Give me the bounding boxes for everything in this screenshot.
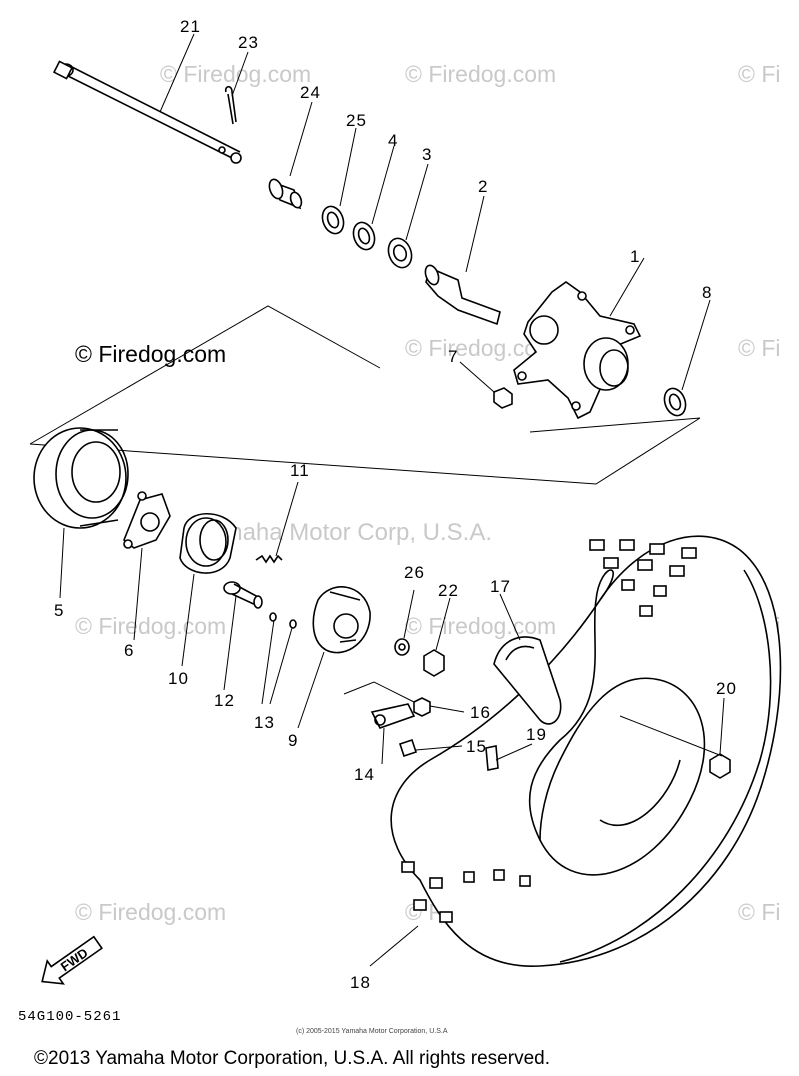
diagram-code: 54G100-5261 <box>18 1009 121 1025</box>
callout-11: 11 <box>290 461 310 480</box>
watermark: © Firedog.com <box>75 899 226 925</box>
callout-21: 21 <box>180 17 201 36</box>
watermark: © Fi <box>738 899 781 925</box>
watermark: © Fi <box>738 335 781 361</box>
callout-23: 23 <box>238 33 259 52</box>
small-copyright: (c) 2005-2015 Yamaha Motor Corporation, … <box>296 1028 448 1035</box>
callout-7: 7 <box>448 347 458 366</box>
o-ring-13 <box>269 612 297 629</box>
cam-shaft-12 <box>223 581 263 609</box>
group-bracket <box>29 305 701 485</box>
lever-14 <box>370 703 416 729</box>
bearing-25 <box>321 205 345 235</box>
callout-13: 13 <box>254 713 275 732</box>
group-bracket <box>343 681 415 703</box>
callout-12: 12 <box>214 691 235 710</box>
leader-lines <box>59 33 725 967</box>
collar-24 <box>268 178 303 210</box>
tube-17 <box>493 636 562 725</box>
bolt-15 <box>398 738 418 758</box>
axle-21 <box>52 60 242 164</box>
nut-20 <box>709 753 731 779</box>
bearing-3 <box>387 237 413 269</box>
callout-16: 16 <box>470 703 491 722</box>
washer-26 <box>394 638 410 656</box>
callout-17: 17 <box>490 577 511 596</box>
callout-14: 14 <box>354 765 375 784</box>
callout-22: 22 <box>438 581 459 600</box>
callout-19: 19 <box>526 725 547 744</box>
nut-7 <box>493 387 513 409</box>
callout-18: 18 <box>350 973 371 992</box>
callout-15: 15 <box>466 737 487 756</box>
callout-1: 1 <box>630 247 640 266</box>
arrow-left-icon <box>41 935 103 985</box>
cotter-pin-23 <box>224 85 237 125</box>
tread-blocks <box>401 539 697 923</box>
callout-26: 26 <box>404 563 425 582</box>
callout-24: 24 <box>300 83 321 102</box>
spacer-2 <box>424 264 501 326</box>
spring-11 <box>255 554 283 564</box>
watermark: © Firedog.com <box>405 61 556 87</box>
brake-drum-10 <box>179 513 237 574</box>
callout-4: 4 <box>388 131 398 150</box>
wheel-rim-5 <box>33 427 129 529</box>
callout-8: 8 <box>702 283 712 302</box>
callout-labels: 1 2 3 4 5 6 7 8 9 10 11 12 13 14 15 16 1… <box>54 17 737 992</box>
callout-10: 10 <box>168 669 189 688</box>
valve-19 <box>485 745 499 771</box>
seal-8 <box>663 387 687 417</box>
seal-4 <box>352 221 376 251</box>
watermark: © Firedog.com <box>160 61 311 87</box>
callout-2: 2 <box>478 177 488 196</box>
callout-6: 6 <box>124 641 134 660</box>
brake-shoe-plate-9 <box>312 586 371 654</box>
hub-1 <box>513 281 642 420</box>
plate-6 <box>123 491 171 549</box>
watermark: © Firedog.com <box>75 341 226 367</box>
callout-20: 20 <box>716 679 737 698</box>
tire-18 <box>390 535 782 967</box>
callout-25: 25 <box>346 111 367 130</box>
callout-5: 5 <box>54 601 64 620</box>
callout-9: 9 <box>288 731 298 750</box>
watermark: © Firedog.com <box>75 613 226 639</box>
watermark: © Fi <box>738 61 781 87</box>
footer-copyright: ©2013 Yamaha Motor Corporation, U.S.A. A… <box>34 1048 550 1069</box>
nut-22 <box>423 649 445 677</box>
watermark: © Firedog.com <box>405 613 556 639</box>
fwd-arrow: FWD <box>41 935 103 985</box>
callout-3: 3 <box>422 145 432 164</box>
watermark: Yamaha Motor Corp, U.S.A. <box>195 519 492 546</box>
nut-16 <box>413 697 431 717</box>
